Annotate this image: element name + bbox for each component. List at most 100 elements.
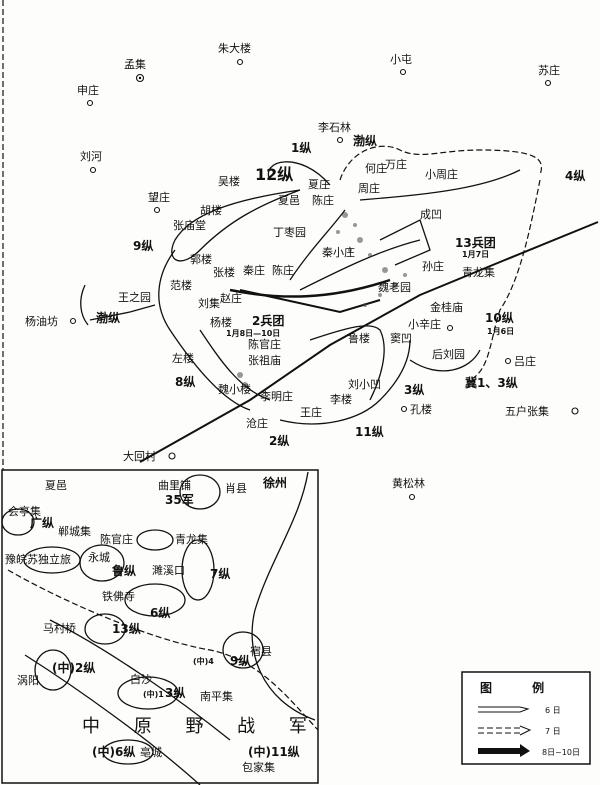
- unit-label: 渤纵: [353, 133, 377, 148]
- place-label: 小屯: [390, 53, 412, 66]
- unit-label: 9纵: [133, 238, 153, 253]
- place-label: 吴楼: [218, 174, 240, 188]
- unit-label: (中)4: [193, 656, 214, 666]
- unit-label: 1纵: [291, 140, 311, 155]
- legend-arrow-solid: [478, 744, 530, 757]
- unit-label: 3纵: [165, 685, 185, 700]
- inset-river: [251, 471, 316, 721]
- place-label: 王之园: [118, 290, 151, 304]
- place-label: 张庙堂: [173, 218, 206, 232]
- place-label: 丁枣园: [273, 226, 306, 239]
- legend-label: 8日~10日: [542, 748, 580, 757]
- unit-label: 11纵: [355, 424, 384, 439]
- place-label: 成凹: [420, 208, 442, 221]
- place-label: 南平集: [200, 689, 233, 703]
- unit-date: 1月8日—10日: [226, 329, 280, 338]
- place-label: 马村桥: [43, 621, 76, 635]
- place-label: 王庄: [300, 405, 322, 419]
- unit-label: 13纵: [112, 621, 141, 636]
- place-label: 陈庄: [312, 193, 334, 207]
- unit-label: 9纵: [230, 653, 250, 668]
- place-label: 陈官庄: [248, 337, 281, 351]
- place-label: 青龙集: [175, 532, 208, 546]
- army-label: 中 原 野 战 军: [82, 716, 321, 737]
- legend-arrow-double: [478, 706, 530, 713]
- place-label: 青龙集: [462, 265, 495, 279]
- place-label: 左楼: [172, 351, 194, 365]
- unit-label: (中)11纵: [248, 744, 300, 759]
- legend-label: 6 日: [545, 706, 561, 715]
- place-label: 涡阳: [17, 674, 39, 687]
- place-label: 周庄: [358, 181, 380, 195]
- place-label: 李石林: [318, 120, 351, 134]
- inset-boundary: [7, 569, 319, 731]
- place-label: 孔楼: [410, 402, 432, 416]
- place-label: 孙庄: [422, 259, 444, 273]
- place-label: 大回村: [123, 449, 156, 463]
- place-label: 黄松林: [392, 476, 425, 490]
- place-label: 刘河: [80, 150, 102, 163]
- unit-label: (中)6纵: [92, 744, 135, 759]
- main-map-units: 1纵 渤纵 12纵 4纵 9纵 13兵团 1月7日 渤纵 10纵 1月6日 2兵…: [96, 133, 585, 448]
- place-label: 魏小楼: [218, 382, 251, 396]
- unit-label: 8纵: [175, 374, 195, 389]
- place-label: 夏邑: [278, 194, 300, 207]
- place-label: 小辛庄: [408, 317, 441, 331]
- unit-label: 鲁纵: [111, 563, 136, 578]
- place-label: 郭楼: [190, 252, 212, 266]
- unit-label: 广纵: [30, 515, 54, 530]
- place-label: 杨楼: [210, 315, 232, 329]
- place-label: 孟集: [124, 57, 146, 71]
- unit-label: 6纵: [150, 605, 170, 620]
- inset-map: 夏邑 曲里铺 肖县 徐州 会亭集 郸城集 陈官庄 青龙集 豫皖苏独立旅 永城 濉…: [1, 469, 321, 785]
- main-map-places: 朱大楼 孟集 小屯 苏庄 申庄 刘河 李石林 吴楼 夏庄 何庄 万庄 小周庄 望…: [25, 41, 579, 501]
- place-label: 刘小凹: [348, 378, 381, 391]
- place-label: 范楼: [170, 278, 192, 292]
- place-label: 陈庄: [272, 263, 294, 277]
- place-label: 肖县: [225, 481, 247, 495]
- legend: 图 例 6 日 7 日 8日~10日: [461, 671, 591, 765]
- unit-date: 1月7日: [462, 250, 489, 259]
- place-label: 宿县: [250, 644, 272, 658]
- place-label: 金桂庙: [430, 300, 463, 314]
- place-label: 五户张集: [505, 404, 549, 418]
- railway-line: [139, 221, 599, 463]
- unit-label: (中)1: [143, 689, 164, 699]
- place-label: 夏庄: [308, 177, 330, 191]
- place-label: 豫皖苏独立旅: [5, 552, 71, 566]
- place-label: 申庄: [77, 83, 99, 97]
- place-label: 濉溪口: [152, 564, 185, 577]
- place-label: 魏老园: [378, 280, 411, 294]
- place-label: 赵庄: [220, 291, 242, 305]
- troop-movement-arrows: [80, 145, 543, 425]
- place-label: 窦凹: [390, 332, 412, 345]
- place-label: 杨油坊: [25, 314, 58, 328]
- place-label: 沧庄: [246, 416, 268, 430]
- place-label: 胡楼: [200, 203, 222, 217]
- inset-border: [1, 469, 319, 784]
- unit-label: 7纵: [210, 566, 230, 581]
- unit-date: 1月6日: [487, 327, 514, 336]
- place-label: 永城: [88, 550, 110, 564]
- place-label: 郸城集: [58, 524, 91, 538]
- place-label: 亳城: [140, 745, 162, 759]
- place-label: 李楼: [330, 392, 352, 406]
- place-label: 万庄: [385, 157, 407, 171]
- place-label: 会亭集: [8, 504, 41, 518]
- place-label: 张祖庙: [248, 353, 281, 367]
- place-label: 张楼: [213, 265, 235, 279]
- place-label: 鲁楼: [348, 331, 370, 345]
- place-label: 夏邑: [45, 479, 67, 492]
- unit-label: 10纵: [485, 310, 514, 325]
- unit-label: 2兵团: [252, 313, 284, 328]
- unit-label: 12纵: [255, 165, 293, 184]
- unit-label: 冀1、3纵: [465, 375, 518, 390]
- place-label: 陈官庄: [100, 532, 133, 546]
- place-label: 李明庄: [260, 389, 293, 403]
- place-label: 望庄: [148, 190, 170, 204]
- place-label: 苏庄: [538, 63, 560, 77]
- unit-label: 渤纵: [96, 310, 120, 325]
- unit-label: 35军: [165, 492, 194, 507]
- legend-title: 图 例: [480, 680, 562, 695]
